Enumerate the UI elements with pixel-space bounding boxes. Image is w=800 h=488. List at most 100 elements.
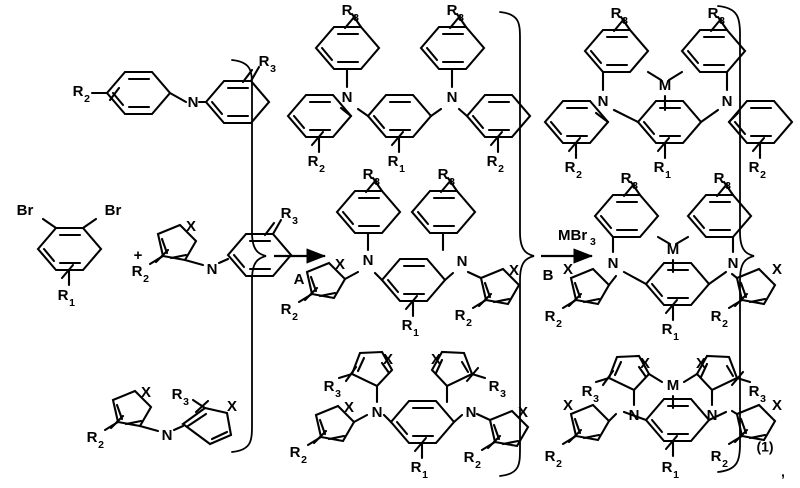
substituent-sub-R3: 3 [500,388,506,400]
substituent-label-R2: R [749,159,760,176]
substituent-label-R2: R [711,308,722,325]
substituent-sub-R3: 3 [292,215,298,227]
substituent-label-R3: R [438,166,449,183]
substituent-label-R2: R [487,153,498,170]
substituent-label-R3: R [582,383,593,400]
substituent-label-R2: R [464,449,475,466]
substituent-label-R3: R [708,5,719,22]
substituent-sub-R2: 2 [143,273,149,285]
atom-label-N: N [629,407,640,424]
substituent-label-R1: R [662,321,673,338]
atom-label-X: X [772,261,782,278]
atom-label-N: N [728,255,739,272]
atom-label-N: N [162,427,173,444]
reactant-heteroaryl-aryl-amine [148,218,293,278]
atom-label-N: N [188,94,199,111]
substituent-label-R3: R [621,170,632,187]
brace-products [717,5,755,473]
reactant-dibromobenzene [36,217,103,287]
substituent-sub-R2: 2 [84,93,90,105]
atom-label-M: M [667,241,680,258]
substituent-sub-R3: 3 [725,180,731,192]
substituent-label-R3: R [714,170,725,187]
atom-label-X: X [227,398,237,415]
substituent-label-R1: R [402,317,413,334]
substituent-sub-R2: 2 [301,454,307,466]
atom-label-N: N [457,253,468,270]
reagent-label-B: B [543,267,554,284]
substituent-label-R3: R [611,5,622,22]
substituent-label-R1: R [662,459,673,476]
atom-label-N: N [608,255,619,272]
substituent-sub-R1: 1 [673,469,679,481]
substituent-sub-R2: 2 [722,318,728,330]
substituent-label-R2: R [281,301,292,318]
substituent-label-R2: R [565,159,576,176]
trailing-comma: , [781,464,785,480]
substituent-sub-R3: 3 [632,180,638,192]
plus-sign: + [134,247,143,264]
atom-label-X: X [186,218,196,235]
substituent-label-R1: R [58,287,69,304]
substituent-sub-R3: 3 [458,12,464,24]
substituent-sub-R2: 2 [319,163,325,175]
substituent-sub-R3: 3 [374,176,380,188]
brace-reactants [231,59,267,453]
intermediate-bottom [306,350,530,460]
substituent-sub-R2: 2 [576,169,582,181]
substituent-label-R3: R [259,53,270,70]
atom-label-X: X [518,404,528,421]
atom-label-X: X [563,397,573,414]
substituent-label-R3: R [172,386,183,403]
atom-label-X: X [431,351,441,368]
substituent-sub-R3: 3 [622,15,628,27]
substituent-sub-R2: 2 [498,163,504,175]
substituent-sub-R3: 3 [593,393,599,405]
substituent-label-R3: R [489,378,500,395]
substituent-label-R2: R [308,153,319,170]
atom-label-X: X [563,261,573,278]
substituent-sub-R2: 2 [556,458,562,470]
substituent-sub-R1: 1 [665,169,671,181]
atom-label-X: X [772,397,782,414]
atom-label-N: N [207,261,218,278]
substituent-sub-R3: 3 [760,393,766,405]
substituent-sub-R2: 2 [475,459,481,471]
substituent-label-R2: R [87,429,98,446]
substituent-label-R3: R [749,383,760,400]
substituent-sub-R2: 2 [292,311,298,323]
substituent-sub-R3: 3 [270,63,276,75]
substituent-label-R2: R [73,83,84,100]
atom-label-Br-right: Br [105,202,122,219]
intermediate-top [286,12,532,154]
atom-label-N: N [447,89,458,106]
atom-label-M: M [667,377,680,394]
atom-label-N: N [598,93,609,110]
atom-label-X: X [344,399,354,416]
intermediate-middle [297,176,521,318]
substituent-sub-R1: 1 [69,297,75,309]
substituent-label-R2: R [455,307,466,324]
substituent-label-R2: R [545,308,556,325]
reactant-diheteroarylamine [103,389,233,446]
atom-label-N: N [363,252,374,269]
atom-label-X: X [141,384,151,401]
substituent-label-R1: R [654,159,665,176]
substituent-label-R1: R [411,459,422,476]
substituent-sub-R3: 3 [353,12,359,24]
substituent-label-R2: R [545,448,556,465]
reagent-label-A: A [294,271,305,288]
substituent-label-R2: R [290,444,301,461]
substituent-sub-R2: 2 [556,318,562,330]
atom-label-N: N [466,404,477,421]
atom-label-Br-left: Br [17,202,34,219]
substituent-sub-R3: 3 [719,15,725,27]
substituent-label-R3: R [447,2,458,19]
substituent-sub-R3: 3 [449,176,455,188]
atom-label-N: N [707,407,718,424]
atom-label-M: M [659,77,672,94]
substituent-sub-R1: 1 [399,163,405,175]
